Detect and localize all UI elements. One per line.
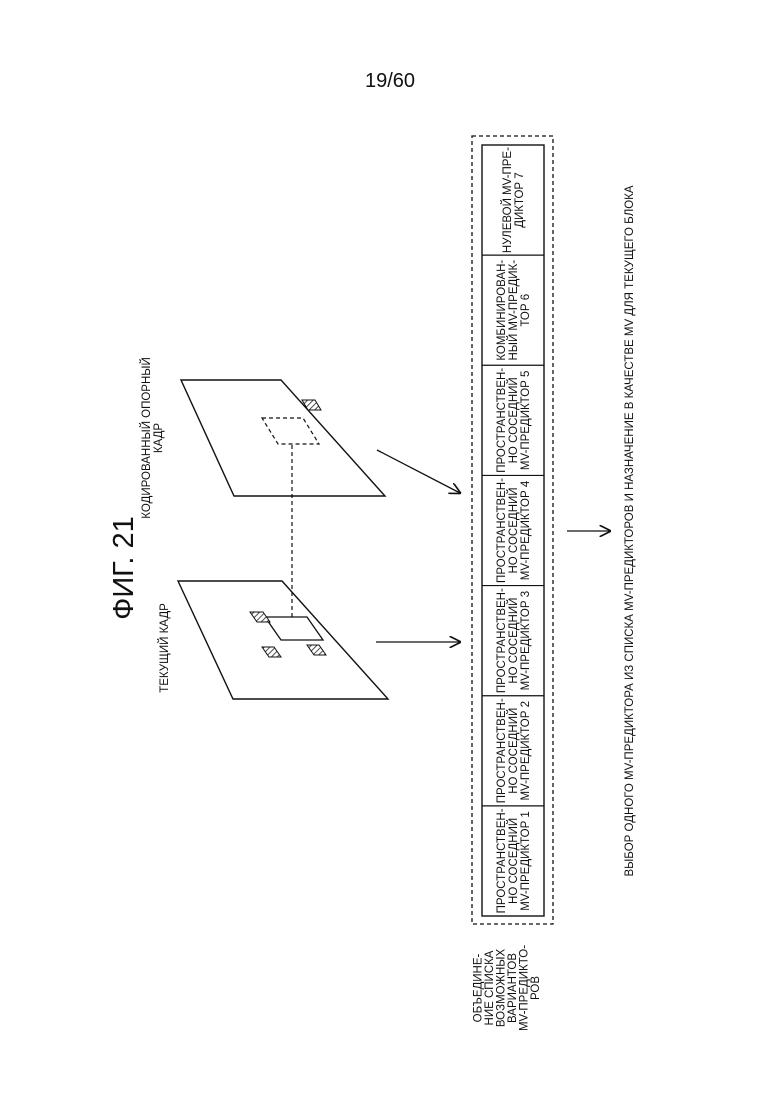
arrow-reference-to-list — [377, 450, 460, 493]
text-line: НУЛЕВОЙ MV-ПРЕ- — [501, 147, 514, 253]
text-line: MV-ПРЕДИКТОР 2 — [520, 701, 532, 801]
text-line: НО СОСЕДНИЙ — [507, 708, 520, 794]
neighbor-block-b — [262, 647, 281, 657]
candidate-4-label: ПРОСТРАНСТВЕН-НО СОСЕДНИЙMV-ПРЕДИКТОР 4 — [496, 478, 532, 583]
text-line: НО СОСЕДНИЙ — [507, 377, 520, 463]
text-line: НО СОСЕДНИЙ — [507, 598, 520, 684]
text-line: ДИКТОР 7 — [514, 172, 526, 227]
text-line: КАДР — [153, 423, 165, 454]
text-line: ТОР 6 — [520, 294, 532, 327]
reference-frame-label: КОДИРОВАННЫЙ ОПОРНЫЙКАДР — [140, 357, 165, 518]
text-line: MV-ПРЕДИКТОР 1 — [520, 811, 532, 911]
colocated-block — [262, 418, 319, 444]
merge-list-label: ОБЪЕДИНЕ-НИЕ СПИСКАВОЗМОЖНЫХВАРИАНТОВMV-… — [472, 945, 542, 1031]
candidate-5-label: ПРОСТРАНСТВЕН-НО СОСЕДНИЙMV-ПРЕДИКТОР 5 — [496, 368, 532, 473]
text-line: ПРОСТРАНСТВЕН- — [496, 588, 508, 693]
current-frame-label: ТЕКУЩИЙ КАДР — [158, 603, 171, 693]
text-line: КОДИРОВАННЫЙ ОПОРНЫЙ — [140, 357, 153, 518]
text-line: ПРОСТРАНСТВЕН- — [496, 698, 508, 803]
candidate-7-label: НУЛЕВОЙ MV-ПРЕ-ДИКТОР 7 — [501, 147, 526, 253]
reference-hatched-block — [302, 400, 321, 410]
text-line: ВАРИАНТОВ — [507, 953, 519, 1023]
text-line: ВОЗМОЖНЫХ — [495, 949, 507, 1028]
text-line: НЫЙ MV-ПРЕДИК- — [507, 260, 520, 361]
text-line: НИЕ СПИСКА — [484, 950, 496, 1025]
figure-title: ФИГ. 21 — [108, 516, 140, 619]
text-line: НО СОСЕДНИЙ — [507, 818, 520, 904]
neighbor-block-c — [307, 645, 326, 655]
neighbor-block-a — [250, 612, 270, 622]
candidate-3-label: ПРОСТРАНСТВЕН-НО СОСЕДНИЙMV-ПРЕДИКТОР 3 — [496, 588, 532, 693]
text-line: ОБЪЕДИНЕ- — [472, 953, 484, 1022]
text-line: НО СОСЕДНИЙ — [507, 487, 520, 573]
text-line: MV-ПРЕДИКТО- — [518, 945, 530, 1031]
text-line: MV-ПРЕДИКТОР 5 — [520, 371, 532, 471]
candidate-2-label: ПРОСТРАНСТВЕН-НО СОСЕДНИЙMV-ПРЕДИКТОР 2 — [496, 698, 532, 803]
current-block — [265, 617, 323, 640]
text-line: ПРОСТРАНСТВЕН- — [496, 808, 508, 913]
selection-text: ВЫБОР ОДНОГО MV-ПРЕДИКТОРА ИЗ СПИСКА MV-… — [624, 185, 636, 876]
text-line: MV-ПРЕДИКТОР 4 — [520, 480, 532, 580]
text-line: ПРОСТРАНСТВЕН- — [496, 478, 508, 583]
text-line: MV-ПРЕДИКТОР 3 — [520, 591, 532, 691]
text-line: ПРОСТРАНСТВЕН- — [496, 368, 508, 473]
candidate-6-label: КОМБИНИРОВАН-НЫЙ MV-ПРЕДИК-ТОР 6 — [496, 260, 532, 361]
candidate-cells: ПРОСТРАНСТВЕН-НО СОСЕДНИЙMV-ПРЕДИКТОР 1П… — [482, 147, 544, 913]
candidate-1-label: ПРОСТРАНСТВЕН-НО СОСЕДНИЙMV-ПРЕДИКТОР 1 — [496, 808, 532, 913]
reference-frame — [181, 380, 385, 496]
text-line: РОВ — [530, 976, 542, 1000]
text-line: КОМБИНИРОВАН- — [496, 260, 508, 361]
